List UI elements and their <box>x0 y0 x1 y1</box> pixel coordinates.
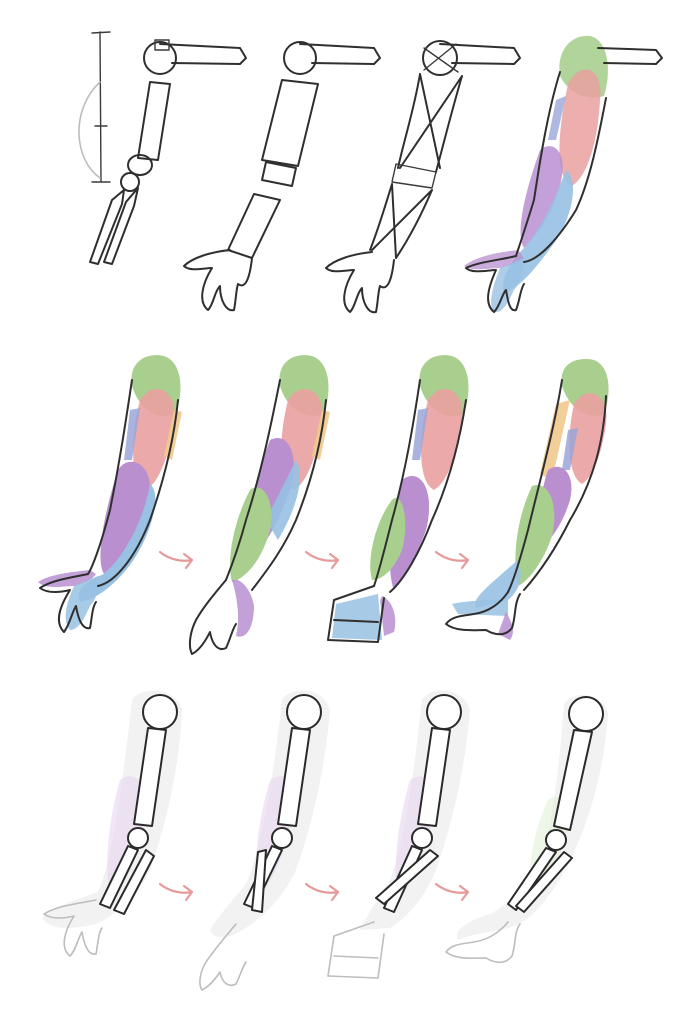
humerus-head <box>426 694 462 730</box>
elbow-condyle <box>411 827 433 849</box>
clavicle-bar <box>597 47 663 65</box>
elbow-condyle <box>127 827 149 849</box>
hand-fill <box>232 580 254 637</box>
arm-contour <box>87 379 179 587</box>
faint-hand <box>327 921 385 979</box>
panel-fully-pronated-bones <box>445 695 608 964</box>
hand-blue <box>65 576 99 630</box>
panel-supinated <box>38 355 182 633</box>
ulna-bone <box>89 189 125 265</box>
arm-contour <box>225 379 327 591</box>
hand-blue <box>452 600 508 616</box>
inner-arm-band <box>412 408 428 460</box>
humerus-bone <box>137 81 171 161</box>
panel-colored-muscles <box>464 35 663 313</box>
faint-hand <box>43 899 103 957</box>
inner-arm-band <box>562 428 578 470</box>
rotation-arrow-5 <box>304 882 340 902</box>
radius-bone <box>103 187 139 265</box>
measurement-line <box>91 31 111 183</box>
panel-pronated-bones <box>327 690 470 979</box>
radius-bone <box>375 849 439 905</box>
forearm-blue-muscle <box>474 560 521 608</box>
humerus-head <box>568 696 604 732</box>
hand-purple <box>498 612 513 640</box>
elbow-joint <box>127 154 153 176</box>
forearm-wire <box>369 183 433 259</box>
brachioradialis-muscle <box>520 146 563 248</box>
forearm-extensor-muscle <box>266 460 300 540</box>
arm-contour <box>373 379 467 593</box>
humerus-bone <box>417 727 451 827</box>
elbow-condyle <box>271 827 293 849</box>
ulna-bone <box>99 845 139 909</box>
panel-bone-skeleton <box>78 31 247 265</box>
radius-bone <box>515 851 573 913</box>
shoulder-joint <box>422 40 458 76</box>
panel-wireframe <box>325 40 521 314</box>
humerus-head <box>142 694 178 730</box>
clavicle-bar <box>159 43 247 65</box>
forearm-green-muscle <box>515 484 555 586</box>
humerus-head <box>286 694 322 730</box>
biceps-muscle <box>133 389 175 490</box>
humerus-bone <box>277 727 311 827</box>
hand <box>327 585 385 643</box>
hand <box>188 579 237 655</box>
panel-semi-pronated-bones <box>199 690 330 991</box>
construction-row <box>78 31 663 314</box>
elbow-wire <box>391 163 437 189</box>
panel-semi-pronated <box>188 355 330 655</box>
faint-hand <box>445 921 521 964</box>
proportion-arc <box>78 81 101 179</box>
panel-pronated <box>327 355 469 643</box>
hand-blue <box>491 258 524 313</box>
hand <box>39 573 97 633</box>
hand <box>445 591 521 636</box>
rotation-arrow-2 <box>304 550 340 570</box>
triceps-band <box>540 400 570 480</box>
rotation-arrow-4 <box>158 882 194 902</box>
muscle-rotation-row <box>38 355 609 655</box>
clavicle-bar <box>439 43 521 65</box>
shoulder-joint <box>283 41 317 75</box>
shoulder-cap <box>154 39 170 51</box>
hand <box>465 255 525 313</box>
upper-arm-box <box>261 79 319 167</box>
elbow-condyle <box>545 829 567 851</box>
panel-fully-pronated <box>445 359 609 640</box>
hand-blue <box>332 594 382 640</box>
inner-arm-band <box>548 96 566 140</box>
forearm-green-muscle <box>230 487 272 582</box>
radius-bone <box>251 849 267 913</box>
biceps-muscle <box>569 393 607 484</box>
rotation-arrow-3 <box>434 550 470 570</box>
hand <box>183 249 253 312</box>
arm-contour <box>515 71 607 263</box>
radius-bone <box>113 849 155 915</box>
shoulder-joint <box>143 41 177 75</box>
elbow-condyle <box>120 172 140 192</box>
forearm-box <box>227 193 281 259</box>
panel-boxed-forms <box>183 41 381 312</box>
humerus-bone <box>133 727 167 827</box>
rotation-arrow-6 <box>434 882 470 902</box>
panel-supinated-bones <box>42 690 182 957</box>
faint-hand <box>199 923 247 991</box>
rotation-arrow-1 <box>158 550 194 570</box>
elbow-box <box>261 161 297 187</box>
hand <box>325 251 395 314</box>
clavicle-bar <box>299 43 381 65</box>
upper-arm-wire <box>397 73 463 173</box>
skeleton-overlay-row <box>42 690 608 991</box>
ulna-bone <box>507 847 557 911</box>
humerus-bone <box>553 729 593 831</box>
brachioradialis-muscle <box>100 461 150 574</box>
shoulder-cross <box>423 43 459 73</box>
arm-contour <box>507 379 607 593</box>
inner-arm-band <box>124 408 140 460</box>
biceps-muscle <box>421 389 463 490</box>
biceps-muscle <box>559 69 601 186</box>
